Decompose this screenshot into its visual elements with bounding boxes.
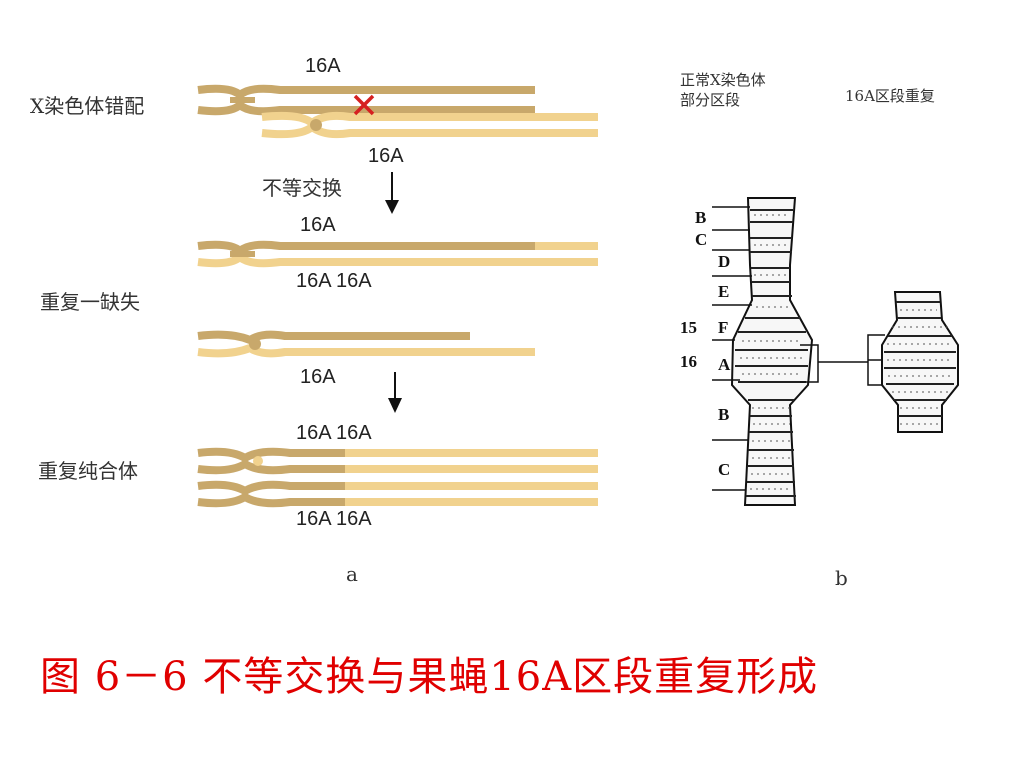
duplication-bracket: [800, 334, 885, 386]
band-label-c: C: [695, 230, 708, 249]
legend-duplication: 16A区段重复: [845, 87, 935, 105]
row1-label: X染色体错配: [30, 94, 145, 118]
row2-label: 重复一缺失: [40, 290, 140, 314]
band-label-d: D: [718, 252, 731, 271]
row3-top-16a-tag: 16A 16A: [296, 422, 372, 444]
row2-duplication-chromosome: [197, 240, 598, 268]
row1-bottom-16a-tag: 16A: [368, 145, 404, 167]
crossover-mark-icon: [353, 94, 375, 116]
arrow-down-icon: [388, 372, 402, 413]
division-label-15: 15: [680, 318, 697, 337]
row3-chromosome-lower: [197, 480, 598, 508]
legend-normal-line2: 部分区段: [680, 91, 741, 109]
panel-a-sublabel: a: [346, 562, 358, 586]
row1-top-16a-tag: 16A: [305, 55, 341, 77]
figure-caption: 图 6－6 不等交换与果蝇16A区段重复形成: [40, 654, 819, 700]
row2-duplicated-16a-tag: 16A 16A: [296, 270, 372, 292]
band-label-b2: B: [718, 405, 730, 424]
arrow-down-icon: [385, 172, 399, 214]
band-label-c2: C: [718, 460, 731, 479]
row3-label: 重复纯合体: [38, 459, 138, 483]
division-label-16: 16: [680, 352, 697, 371]
row1-top-chromosome: [197, 84, 535, 116]
band-label-f: F: [718, 318, 729, 337]
band-division-ticks: [712, 206, 752, 491]
unequal-crossover-label: 不等交换: [262, 176, 342, 200]
polytene-chromosome-normal: [730, 197, 814, 506]
legend-normal-line1: 正常X染色体: [680, 71, 766, 89]
row3-bottom-16a-tag: 16A 16A: [296, 508, 372, 530]
row3-chromosome-upper: [197, 447, 598, 475]
row2-bottom-16a-tag: 16A: [300, 366, 336, 388]
band-label-b: B: [695, 208, 707, 227]
panel-b-sublabel: b: [835, 566, 848, 590]
row1-bottom-chromosome: [261, 111, 598, 139]
row2-top-16a-tag: 16A: [300, 214, 336, 236]
band-label-a: A: [718, 355, 731, 374]
row2-deletion-chromosome: [197, 330, 535, 358]
polytene-chromosome-duplicated: [881, 291, 959, 433]
band-label-e: E: [718, 282, 730, 301]
